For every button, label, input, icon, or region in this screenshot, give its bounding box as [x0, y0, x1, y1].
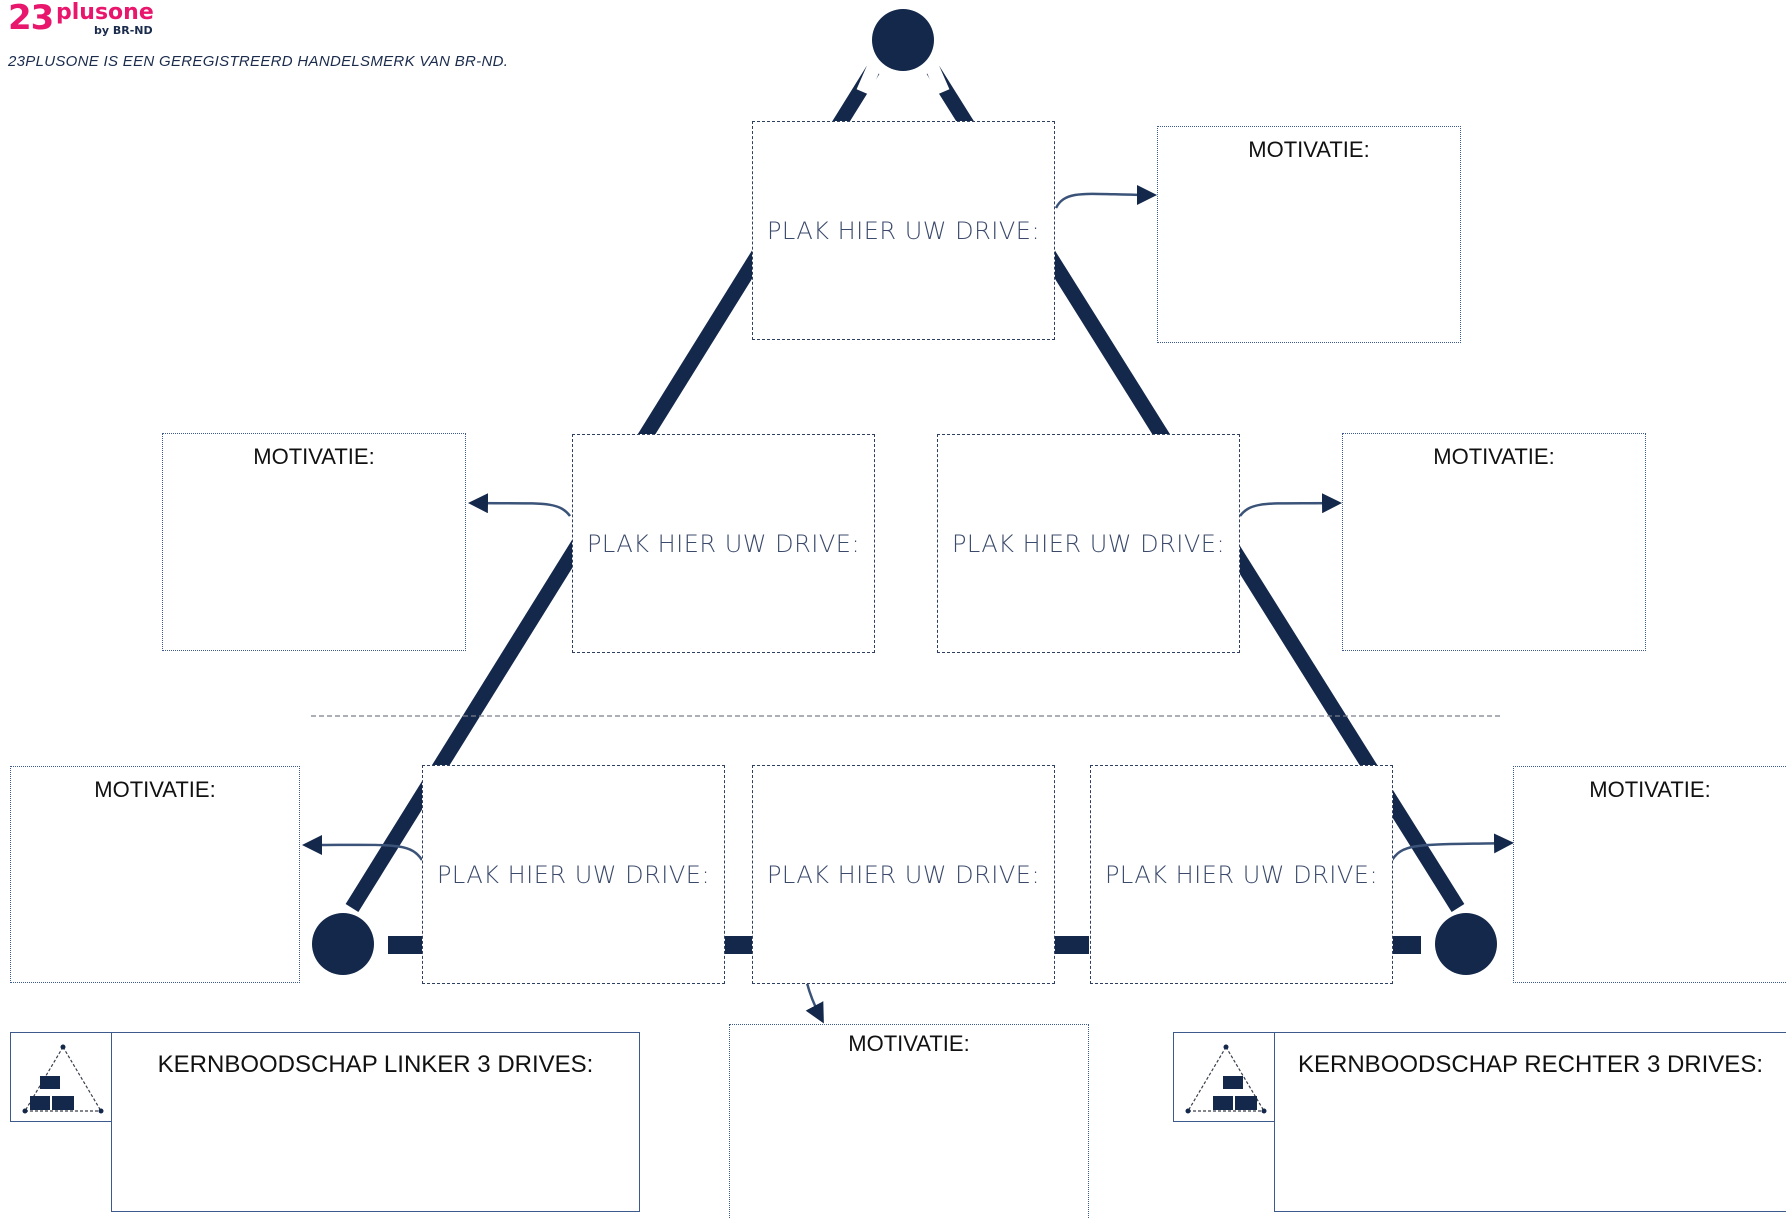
curved-arrow-icon — [1054, 184, 1157, 209]
base-segment — [1391, 936, 1421, 954]
drive-label: PLAK HIER UW DRIVE: — [1104, 860, 1379, 889]
pyramid-icon — [10, 1032, 113, 1122]
drive-label: PLAK HIER UW DRIVE: — [951, 529, 1226, 558]
brand-logo: 23 plusone by BR-ND — [8, 0, 168, 40]
motivation-box-bottom-left[interactable]: MOTIVATIE: — [10, 766, 300, 983]
base-segment — [722, 936, 754, 954]
drive-box-top[interactable]: PLAK HIER UW DRIVE: — [752, 121, 1055, 340]
motivation-box-top[interactable]: MOTIVATIE: — [1157, 126, 1461, 343]
drive-box-bottom-center[interactable]: PLAK HIER UW DRIVE: — [752, 765, 1055, 984]
logo-by-line: by BR-ND — [94, 24, 153, 37]
motivation-label: MOTIVATIE: — [848, 1031, 970, 1056]
drive-label: PLAK HIER UW DRIVE: — [766, 860, 1041, 889]
base-segment — [1053, 936, 1089, 954]
trademark-note: 23PLUSONE IS EEN GEREGISTREERD HANDELSME… — [8, 53, 509, 70]
drive-label: PLAK HIER UW DRIVE: — [586, 529, 861, 558]
motivation-label: MOTIVATIE: — [1589, 777, 1711, 802]
motivation-label: MOTIVATIE: — [253, 444, 375, 469]
curved-arrow-icon — [805, 982, 824, 1024]
curved-arrow-icon — [1390, 833, 1514, 861]
logo-word: plusone — [56, 0, 154, 25]
pyramid-icon — [1173, 1032, 1276, 1122]
logo-number: 23 — [8, 0, 54, 38]
motivation-box-bottom-center[interactable]: MOTIVATIE: — [729, 1024, 1089, 1218]
drive-box-bottom-right[interactable]: PLAK HIER UW DRIVE: — [1090, 765, 1393, 984]
motivation-box-middle-right[interactable]: MOTIVATIE: — [1342, 433, 1646, 651]
drive-label: PLAK HIER UW DRIVE: — [766, 216, 1041, 245]
base-segment — [388, 936, 424, 954]
curved-arrow-icon — [302, 834, 424, 861]
drive-label: PLAK HIER UW DRIVE: — [436, 860, 711, 889]
drive-box-middle-left[interactable]: PLAK HIER UW DRIVE: — [572, 434, 875, 653]
core-message-box-right[interactable]: KERNBOODSCHAP RECHTER 3 DRIVES: — [1274, 1032, 1786, 1212]
drive-box-bottom-left[interactable]: PLAK HIER UW DRIVE: — [422, 765, 725, 984]
drive-box-middle-right[interactable]: PLAK HIER UW DRIVE: — [937, 434, 1240, 653]
core-message-box-left[interactable]: KERNBOODSCHAP LINKER 3 DRIVES: — [111, 1032, 640, 1212]
circle-node-icon — [872, 9, 934, 71]
motivation-label: MOTIVATIE: — [94, 777, 216, 802]
motivation-box-middle-left[interactable]: MOTIVATIE: — [162, 433, 466, 651]
curved-arrow-icon — [1239, 493, 1342, 517]
motivation-box-bottom-right[interactable]: MOTIVATIE: — [1513, 766, 1786, 983]
circle-node-icon — [312, 913, 374, 975]
motivation-label: MOTIVATIE: — [1248, 137, 1370, 162]
circle-node-icon — [1435, 913, 1497, 975]
motivation-label: MOTIVATIE: — [1433, 444, 1555, 469]
curved-arrow-icon — [468, 493, 571, 517]
core-message-label: KERNBOODSCHAP LINKER 3 DRIVES: — [157, 1051, 594, 1078]
core-message-label: KERNBOODSCHAP RECHTER 3 DRIVES: — [1298, 1051, 1763, 1078]
